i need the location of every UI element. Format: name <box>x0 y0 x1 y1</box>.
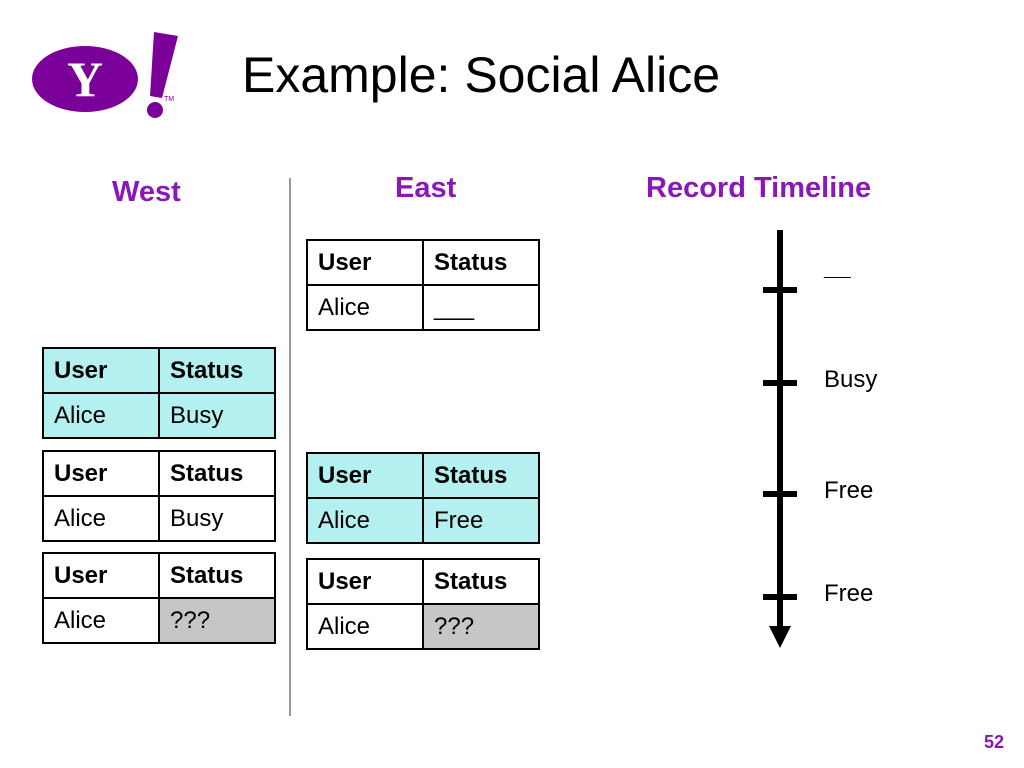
status-cell: ___ <box>422 284 540 331</box>
status-cell: ??? <box>158 597 276 644</box>
user-cell: Alice <box>306 284 424 331</box>
user-header: User <box>306 452 424 499</box>
page-number: 52 <box>983 732 1004 752</box>
east-record-table-2: User Status Alice Free <box>306 452 540 544</box>
user-header: User <box>42 450 160 497</box>
timeline-arrow-icon <box>769 626 791 648</box>
status-cell: Busy <box>158 495 276 542</box>
user-header: User <box>42 552 160 599</box>
status-header: Status <box>158 450 276 497</box>
timeline-tick <box>763 287 797 293</box>
table-header-row: User Status <box>42 450 276 497</box>
table-header-row: User Status <box>306 239 540 286</box>
timeline-label-4: Free <box>824 580 874 607</box>
timeline-label-2: Busy <box>824 366 878 393</box>
timeline-label-3: Free <box>824 477 874 504</box>
status-cell: Busy <box>158 392 276 439</box>
status-header: Status <box>422 558 540 605</box>
west-record-table-2: User Status Alice Busy <box>42 450 276 542</box>
east-record-table-3: User Status Alice ??? <box>306 558 540 650</box>
table-header-row: User Status <box>306 452 540 499</box>
status-header: Status <box>158 552 276 599</box>
east-heading: East <box>395 172 457 204</box>
logo-letter: Y <box>66 51 104 107</box>
table-header-row: User Status <box>42 347 276 394</box>
west-heading: West <box>112 176 181 208</box>
status-header: Status <box>158 347 276 394</box>
yahoo-logo: Y TM <box>30 28 180 120</box>
table-row: Alice Busy <box>42 495 276 542</box>
timeline-label-1: ___ <box>824 262 851 279</box>
column-divider <box>289 178 291 716</box>
east-record-table-1: User Status Alice ___ <box>306 239 540 331</box>
table-row: Alice ??? <box>42 597 276 644</box>
timeline-axis <box>777 230 783 630</box>
timeline-tick <box>763 594 797 600</box>
logo-oval <box>32 46 138 112</box>
user-cell: Alice <box>42 495 160 542</box>
status-header: Status <box>422 452 540 499</box>
timeline-heading: Record Timeline <box>646 172 872 204</box>
slide-title: Example: Social Alice <box>242 47 721 103</box>
timeline-tick <box>763 380 797 386</box>
exclamation-icon <box>147 32 178 118</box>
table-header-row: User Status <box>42 552 276 599</box>
user-cell: Alice <box>306 497 424 544</box>
status-cell: Free <box>422 497 540 544</box>
user-cell: Alice <box>42 392 160 439</box>
table-header-row: User Status <box>306 558 540 605</box>
status-cell: ??? <box>422 603 540 650</box>
status-header: Status <box>422 239 540 286</box>
user-header: User <box>306 239 424 286</box>
user-cell: Alice <box>306 603 424 650</box>
table-row: Alice Busy <box>42 392 276 439</box>
user-cell: Alice <box>42 597 160 644</box>
table-row: Alice ___ <box>306 284 540 331</box>
trademark-mark: TM <box>164 96 175 103</box>
table-row: Alice ??? <box>306 603 540 650</box>
west-record-table-3: User Status Alice ??? <box>42 552 276 644</box>
table-row: Alice Free <box>306 497 540 544</box>
west-record-table-1: User Status Alice Busy <box>42 347 276 439</box>
user-header: User <box>306 558 424 605</box>
timeline-tick <box>763 491 797 497</box>
user-header: User <box>42 347 160 394</box>
